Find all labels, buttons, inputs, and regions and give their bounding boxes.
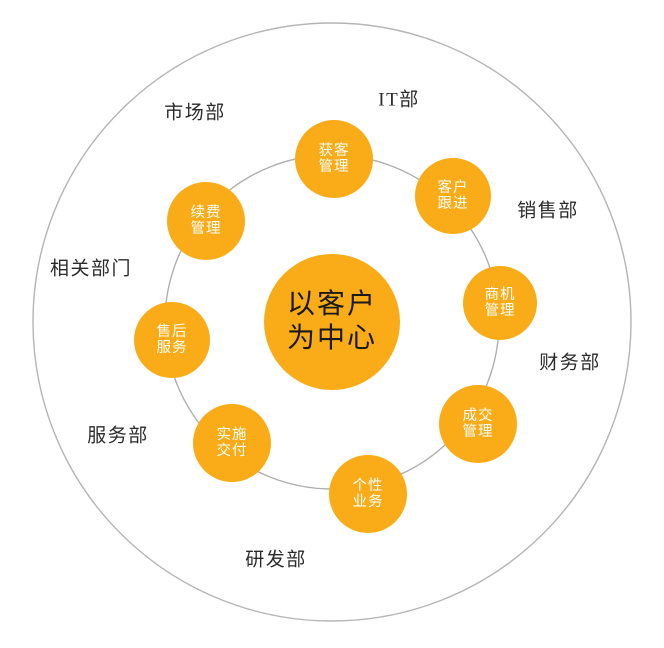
- node-bubble-custom-business[interactable]: 个性 业务: [329, 455, 407, 533]
- dept-label-rd: 研发部: [245, 549, 307, 571]
- center-bubble-line-1: 以客户: [286, 288, 377, 320]
- node-bubble-deal[interactable]: 成交 管理: [439, 385, 517, 463]
- dept-label-it: IT部: [378, 89, 420, 111]
- node-label-line-1: 实施: [216, 426, 248, 443]
- dept-label-marketing: 市场部: [164, 102, 226, 124]
- node-label-line-2: 服务: [156, 340, 188, 356]
- node-label-line-1: 商机: [484, 286, 516, 303]
- node-label-line-1: 售后: [156, 323, 188, 340]
- node-label-line-1: 成交: [462, 407, 494, 424]
- node-label-line-2: 交付: [216, 443, 248, 459]
- dept-label-related: 相关部门: [49, 258, 133, 280]
- node-label-line-2: 业务: [352, 494, 384, 510]
- node-bubble-implementation[interactable]: 实施 交付: [193, 404, 271, 482]
- node-label-line-2: 管理: [462, 424, 494, 440]
- node-bubble-after-sales[interactable]: 售后 服务: [134, 302, 210, 378]
- dept-label-sales: 销售部: [517, 200, 579, 222]
- node-label-line-2: 管理: [190, 221, 222, 237]
- node-label-line-2: 管理: [484, 303, 516, 319]
- node-label-line-1: 客户: [437, 179, 469, 196]
- node-bubble-opportunity[interactable]: 商机 管理: [463, 266, 537, 340]
- node-bubble-acquisition[interactable]: 获客 管理: [295, 120, 373, 198]
- node-label-line-1: 个性: [352, 477, 384, 494]
- node-bubble-customer-followup[interactable]: 客户 跟进: [415, 158, 491, 234]
- node-label-line-1: 续费: [190, 204, 222, 221]
- node-bubble-renewal[interactable]: 续费 管理: [167, 182, 245, 260]
- node-label-line-1: 获客: [318, 142, 350, 159]
- center-bubble[interactable]: 以客户 为中心: [264, 254, 400, 390]
- dept-label-finance: 财务部: [539, 352, 601, 374]
- outer-boundary-circle: [32, 22, 632, 622]
- node-label-line-2: 跟进: [437, 196, 469, 212]
- node-label-line-2: 管理: [318, 159, 350, 175]
- dept-label-service: 服务部: [87, 425, 149, 447]
- center-bubble-line-2: 为中心: [286, 323, 377, 354]
